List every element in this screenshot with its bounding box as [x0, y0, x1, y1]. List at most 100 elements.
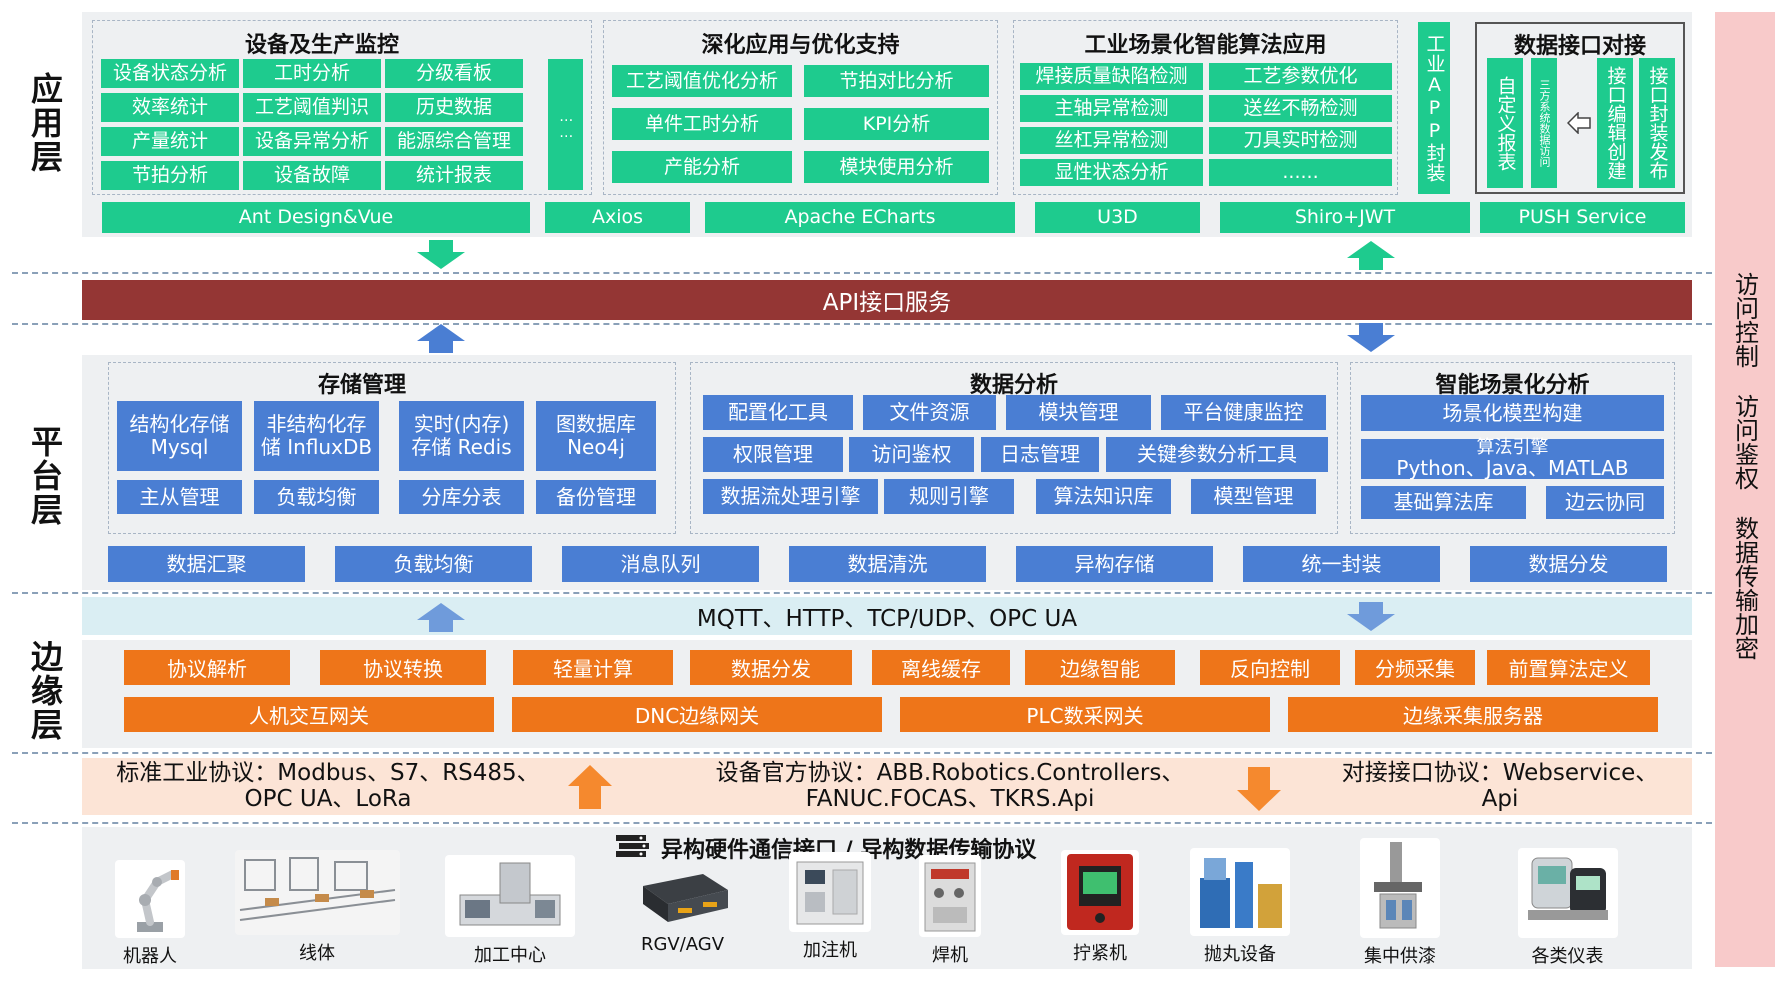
smart-model-build[interactable]: 场景化模型构建 — [1361, 395, 1664, 431]
smart-edge-cloud[interactable]: 边云协同 — [1546, 486, 1664, 519]
monitor-item[interactable]: 效率统计 — [101, 93, 239, 122]
arrow-down-blue-icon — [1345, 323, 1397, 357]
edge-item[interactable]: 数据分发 — [690, 650, 852, 685]
iface-protocols-line1: 对接接口协议：Webservice、 — [1341, 760, 1659, 786]
monitor-item[interactable]: 节拍分析 — [101, 161, 239, 190]
tech-echarts: Apache ECharts — [705, 202, 1015, 233]
algo-grid: 焊接质量缺陷检测 工艺参数优化 主轴异常检测 送丝不畅检测 丝杠异常检测 刀具实… — [1020, 63, 1392, 186]
deep-item[interactable]: 产能分析 — [612, 151, 792, 183]
protocols-panel — [82, 758, 1692, 815]
analysis-item[interactable]: 数据流处理引擎 — [703, 479, 878, 514]
monitor-more[interactable]: …… — [548, 59, 583, 190]
edge-gateway[interactable]: DNC边缘网关 — [512, 697, 882, 732]
analysis-item[interactable]: 模型管理 — [1191, 479, 1316, 514]
storage-section: 存储管理 结构化存储 Mysql 非结构化存储 InfluxDB 实时(内存)存… — [108, 362, 676, 534]
platform-bottom-item[interactable]: 数据汇聚 — [108, 546, 305, 582]
production-line-icon — [234, 850, 400, 935]
monitor-section: 设备及生产监控 设备状态分析 工时分析 分级看板 效率统计 工艺阈值判识 历史数… — [92, 20, 592, 195]
storage-sub[interactable]: 主从管理 — [117, 480, 242, 514]
edge-gateway[interactable]: PLC数采网关 — [900, 697, 1270, 732]
analysis-item[interactable]: 权限管理 — [703, 437, 843, 472]
monitor-item[interactable]: 设备状态分析 — [101, 59, 239, 88]
agv-icon — [642, 874, 728, 922]
app-package[interactable]: 工业APP封装 — [1418, 22, 1450, 194]
algo-item[interactable]: 显性状态分析 — [1020, 159, 1203, 186]
monitor-item[interactable]: 分级看板 — [385, 59, 523, 88]
hw-label: 抛丸设备 — [1204, 944, 1276, 965]
analysis-title: 数据分析 — [969, 373, 1058, 398]
std-protocols-line2: OPC UA、LoRa — [244, 786, 412, 813]
monitor-item[interactable]: 历史数据 — [385, 93, 523, 122]
storage-sub[interactable]: 负载均衡 — [254, 480, 379, 514]
hw-label: 拧紧机 — [1073, 943, 1127, 964]
analysis-item[interactable]: 访问鉴权 — [849, 437, 974, 472]
iface-custom-report[interactable]: 自定义报表 — [1487, 58, 1523, 188]
hw-label: 加注机 — [803, 940, 857, 961]
iface-publish[interactable]: 接口封装发布 — [1639, 58, 1675, 188]
edge-item[interactable]: 反向控制 — [1200, 650, 1340, 685]
deep-item[interactable]: 单件工时分析 — [612, 108, 792, 140]
monitor-item[interactable]: 产量统计 — [101, 127, 239, 156]
monitor-item[interactable]: 能源综合管理 — [385, 127, 523, 156]
monitor-item[interactable]: 工时分析 — [243, 59, 381, 88]
algo-item[interactable]: 主轴异常检测 — [1020, 95, 1203, 122]
analysis-item[interactable]: 平台健康监控 — [1161, 395, 1326, 430]
deep-item[interactable]: 模块使用分析 — [804, 151, 989, 183]
algo-item[interactable]: 丝杠异常检测 — [1020, 127, 1203, 154]
storage-redis[interactable]: 实时(内存)存储 Redis — [399, 401, 524, 471]
edge-gateway[interactable]: 边缘采集服务器 — [1288, 697, 1658, 732]
platform-bottom-item[interactable]: 数据分发 — [1470, 546, 1667, 582]
monitor-item[interactable]: 设备故障 — [243, 161, 381, 190]
edge-item[interactable]: 边缘智能 — [1025, 650, 1175, 685]
analysis-item[interactable]: 模块管理 — [1006, 395, 1151, 430]
iface-edit-create[interactable]: 接口编辑创建 — [1597, 58, 1633, 188]
monitor-item[interactable]: 统计报表 — [385, 161, 523, 190]
platform-bottom-item[interactable]: 数据清洗 — [789, 546, 986, 582]
iface-third-party[interactable]: 三方系统数据访问 — [1531, 58, 1557, 188]
platform-bottom-item[interactable]: 异构存储 — [1016, 546, 1213, 582]
monitor-item[interactable]: 设备异常分析 — [243, 127, 381, 156]
algo-item[interactable]: ...... — [1209, 159, 1392, 186]
deep-item[interactable]: KPI分析 — [804, 108, 989, 140]
deep-item[interactable]: 节拍对比分析 — [804, 65, 989, 97]
deep-section: 深化应用与优化支持 工艺阈值优化分析 节拍对比分析 单件工时分析 KPI分析 产… — [603, 20, 998, 195]
storage-sub[interactable]: 备份管理 — [536, 480, 656, 514]
deep-item[interactable]: 工艺阈值优化分析 — [612, 65, 792, 97]
arrow-down-blue-icon — [1345, 602, 1397, 636]
edge-item[interactable]: 离线缓存 — [872, 650, 1010, 685]
analysis-item[interactable]: 配置化工具 — [703, 395, 853, 430]
edge-item[interactable]: 轻量计算 — [513, 650, 673, 685]
security-access-auth: 访问鉴权 — [1730, 394, 1759, 490]
server-stack-icon — [615, 833, 651, 863]
algo-section: 工业场景化智能算法应用 焊接质量缺陷检测 工艺参数优化 主轴异常检测 送丝不畅检… — [1013, 20, 1398, 195]
platform-bottom-item[interactable]: 消息队列 — [562, 546, 759, 582]
storage-sub[interactable]: 分库分表 — [399, 480, 524, 514]
edge-item[interactable]: 前置算法定义 — [1487, 650, 1650, 685]
storage-influxdb[interactable]: 非结构化存储 InfluxDB — [254, 401, 379, 471]
algo-item[interactable]: 刀具实时检测 — [1209, 127, 1392, 154]
algo-item[interactable]: 焊接质量缺陷检测 — [1020, 63, 1203, 90]
edge-item[interactable]: 分频采集 — [1355, 650, 1475, 685]
analysis-item[interactable]: 算法知识库 — [1036, 479, 1171, 514]
analysis-item[interactable]: 文件资源 — [863, 395, 996, 430]
smart-algo-engine[interactable]: 算法引擎 Python、Java、MATLAB — [1361, 439, 1664, 479]
platform-bottom-item[interactable]: 负载均衡 — [335, 546, 532, 582]
algo-item[interactable]: 送丝不畅检测 — [1209, 95, 1392, 122]
tech-shiro: Shiro+JWT — [1220, 202, 1470, 233]
algo-item[interactable]: 工艺参数优化 — [1209, 63, 1392, 90]
analysis-item[interactable]: 日志管理 — [981, 437, 1099, 472]
hw-paint-supply: 集中供漆 — [1350, 838, 1450, 968]
smart-base-lib[interactable]: 基础算法库 — [1361, 486, 1526, 519]
analysis-item[interactable]: 规则引擎 — [884, 479, 1014, 514]
storage-neo4j[interactable]: 图数据库 Neo4j — [536, 401, 656, 471]
smart-title: 智能场景化分析 — [1435, 373, 1590, 398]
platform-bottom-item[interactable]: 统一封装 — [1243, 546, 1440, 582]
monitor-item[interactable]: 工艺阈值判识 — [243, 93, 381, 122]
edge-item[interactable]: 协议转换 — [320, 650, 486, 685]
divider-line — [12, 323, 1712, 325]
analysis-item[interactable]: 关键参数分析工具 — [1106, 437, 1328, 472]
edge-gateway[interactable]: 人机交互网关 — [124, 697, 494, 732]
edge-item[interactable]: 协议解析 — [124, 650, 290, 685]
storage-mysql[interactable]: 结构化存储 Mysql — [117, 401, 242, 471]
hw-tightening-machine: 拧紧机 — [1055, 850, 1145, 965]
